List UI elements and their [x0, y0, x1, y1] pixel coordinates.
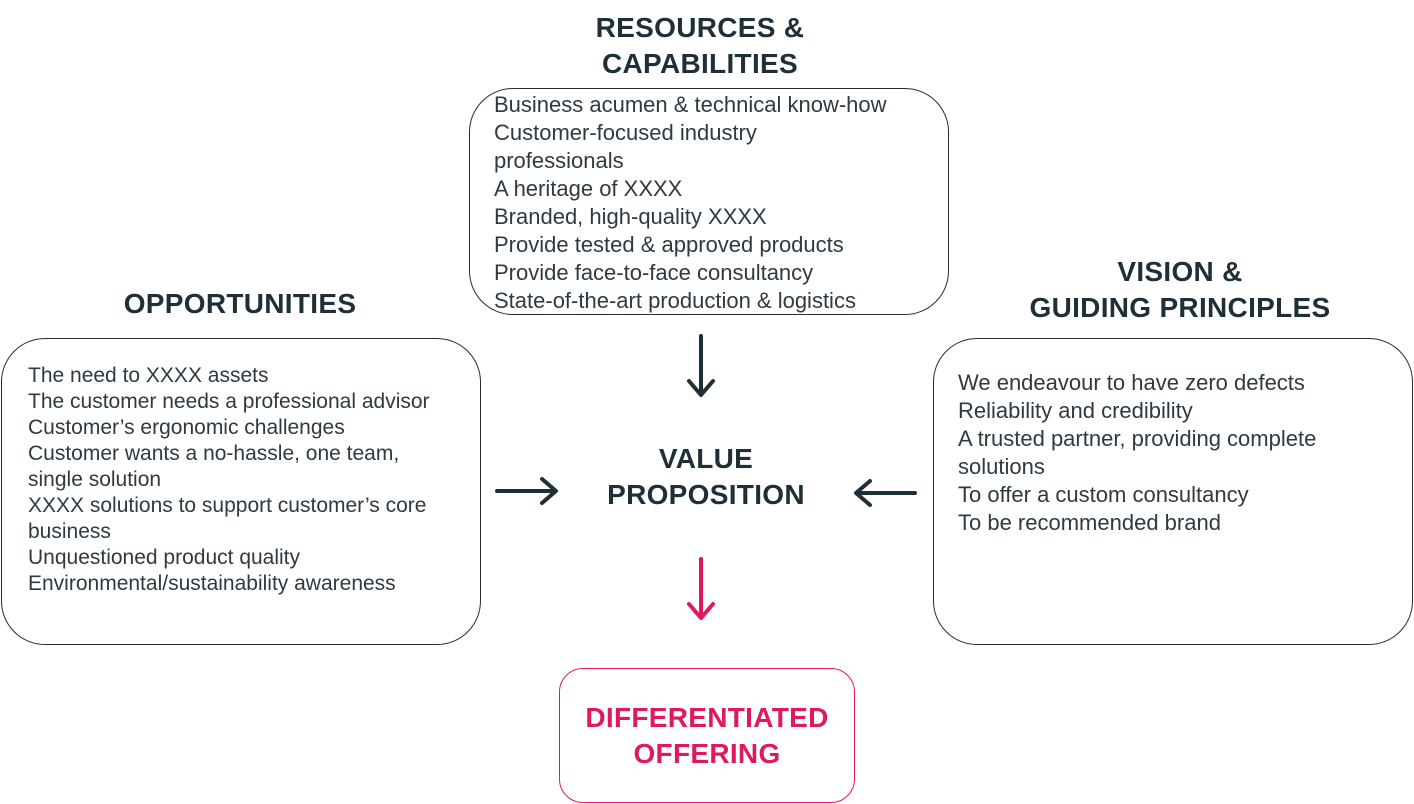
- resources-item: State-of-the-art production & logistics: [494, 288, 856, 313]
- opportunities-heading-text: OPPORTUNITIES: [123, 288, 357, 319]
- opportunities-item: The need to XXXX assets: [28, 364, 269, 387]
- vision-item: We endeavour to have zero defects: [958, 370, 1305, 395]
- opportunities-item: XXXX solutions to support customer’s cor…: [28, 494, 427, 543]
- resources-item: A heritage of XXXX: [494, 176, 683, 201]
- arrow-down-resources: [687, 334, 715, 397]
- arrow-down-offering: [687, 557, 715, 620]
- value-proposition-label: VALUE PROPOSITION: [556, 441, 856, 513]
- opportunities-box: The need to XXXX assets The customer nee…: [1, 338, 481, 645]
- vision-item: Reliability and credibility: [958, 398, 1193, 423]
- opportunities-list: The need to XXXX assets The customer nee…: [28, 363, 470, 597]
- vision-item: A trusted partner, providing complete so…: [958, 426, 1317, 479]
- vision-item: To be recommended brand: [958, 510, 1221, 535]
- differentiated-offering-line2: OFFERING: [633, 738, 781, 769]
- resources-item: Branded, high-quality XXXX: [494, 204, 767, 229]
- resources-item: Provide tested & approved products: [494, 232, 844, 257]
- resources-item: Customer-focused industry professionals: [494, 120, 757, 173]
- opportunities-item: The customer needs a professional adviso…: [28, 390, 430, 413]
- opportunities-item: Customer wants a no-hassle, one team, si…: [28, 442, 400, 491]
- arrow-right-opportunities: [495, 477, 558, 505]
- differentiated-offering-label: DIFFERENTIATED OFFERING: [559, 700, 855, 772]
- value-proposition-line2: PROPOSITION: [607, 479, 805, 510]
- opportunities-item: Unquestioned product quality: [28, 546, 301, 569]
- opportunities-heading: OPPORTUNITIES: [40, 286, 440, 322]
- vision-heading-line1: VISION &: [1117, 256, 1243, 287]
- differentiated-offering-line1: DIFFERENTIATED: [585, 702, 829, 733]
- vision-item: To offer a custom consultancy: [958, 482, 1249, 507]
- arrow-left-vision: [854, 479, 917, 507]
- vision-heading-line2: GUIDING PRINCIPLES: [1029, 292, 1331, 323]
- value-proposition-line1: VALUE: [658, 443, 754, 474]
- resources-list: Business acumen & technical know-how Cus…: [494, 91, 934, 315]
- resources-heading-line1: RESOURCES &: [595, 12, 805, 43]
- differentiated-offering-box: [559, 668, 855, 803]
- opportunities-item: Customer’s ergonomic challenges: [28, 416, 345, 439]
- opportunities-item: Environmental/sustainability awareness: [28, 572, 396, 595]
- resources-item: Provide face-to-face consultancy: [494, 260, 814, 285]
- vision-heading: VISION & GUIDING PRINCIPLES: [980, 254, 1380, 326]
- resources-heading: RESOURCES & CAPABILITIES: [500, 10, 900, 82]
- vision-list: We endeavour to have zero defects Reliab…: [958, 369, 1392, 537]
- resources-box: Business acumen & technical know-how Cus…: [469, 88, 949, 315]
- vision-box: We endeavour to have zero defects Reliab…: [933, 338, 1413, 645]
- resources-item: Business acumen & technical know-how: [494, 92, 887, 117]
- resources-heading-line2: CAPABILITIES: [602, 48, 798, 79]
